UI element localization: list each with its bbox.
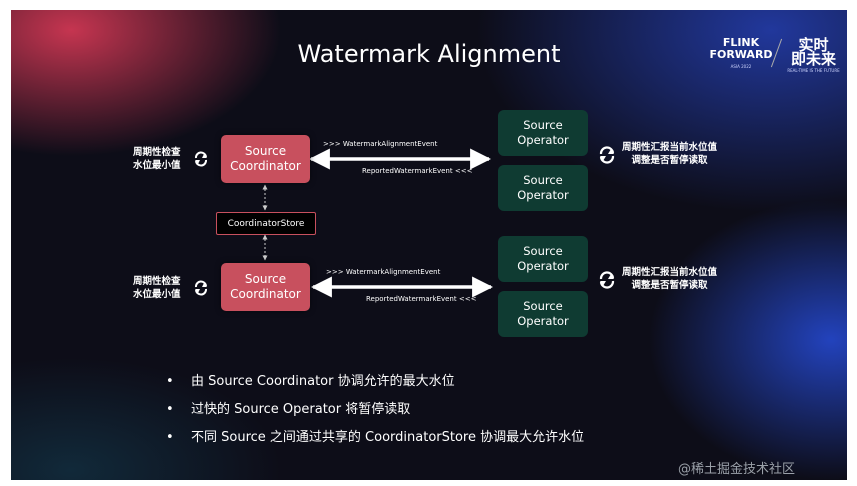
event-forward-label-bottom: >>> WatermarkAlignmentEvent [326,268,441,276]
slide: Watermark Alignment FLINK FORWARD ASIA 2… [11,10,847,480]
source-coordinator-bottom: Source Coordinator [221,263,310,311]
left-note-bottom: 周期性检查 水位最小值 [133,275,181,301]
source-watermark: @稀土掘金技术社区 [678,462,796,477]
source-operator-3: Source Operator [498,236,588,282]
flink-forward-logo: FLINK FORWARD [709,37,773,61]
refresh-icon [599,271,615,289]
right-note-line-1: 周期性汇报当前水位值 [622,142,718,153]
realtime-line-2: 即未来 [790,50,836,68]
bullet-item: 过快的 Source Operator 将暂停读取 [166,398,584,417]
logo-sub: ASIA 2022 [730,64,752,69]
logo-line-2: FORWARD [709,48,773,61]
realtime-sub: REAL-TIME IS THE FUTURE [787,68,840,73]
coordinator-store: CoordinatorStore [216,212,316,235]
bullet-list: 由 Source Coordinator 协调允许的最大水位 过快的 Sourc… [166,370,584,454]
source-operator-1: Source Operator [498,110,588,156]
event-backward-label-bottom: ReportedWatermarkEvent <<< [366,295,477,303]
right-note-top: 周期性汇报当前水位值 调整是否暂停读取 [622,141,717,167]
left-note-line-1: 周期性检查 [133,276,181,287]
refresh-icon [599,146,615,164]
right-note-line-2: 调整是否暂停读取 [631,280,708,291]
source-coordinator-top: Source Coordinator [221,135,310,183]
left-note-top: 周期性检查 水位最小值 [133,146,181,172]
diagram-connectors [195,146,615,298]
slide-title: Watermark Alignment [297,40,561,68]
logo-line-1: FLINK [722,36,760,49]
bullet-item: 不同 Source 之间通过共享的 CoordinatorStore 协调最大允… [166,426,584,445]
right-note-bottom: 周期性汇报当前水位值 调整是否暂停读取 [622,266,717,292]
realtime-line-1: 实时 [798,36,829,54]
event-backward-label-top: ReportedWatermarkEvent <<< [362,167,473,175]
refresh-icon [195,151,207,167]
left-note-line-2: 水位最小值 [133,160,181,171]
source-operator-4: Source Operator [498,291,588,337]
realtime-logo: 实时 即未来 [786,36,841,68]
source-operator-2: Source Operator [498,165,588,211]
bullet-item: 由 Source Coordinator 协调允许的最大水位 [166,370,584,389]
right-note-line-2: 调整是否暂停读取 [631,155,708,166]
right-note-line-1: 周期性汇报当前水位值 [622,267,718,278]
left-note-line-1: 周期性检查 [133,147,181,158]
left-note-line-2: 水位最小值 [133,289,181,300]
refresh-icon [195,280,207,296]
event-forward-label-top: >>> WatermarkAlignmentEvent [323,140,438,148]
